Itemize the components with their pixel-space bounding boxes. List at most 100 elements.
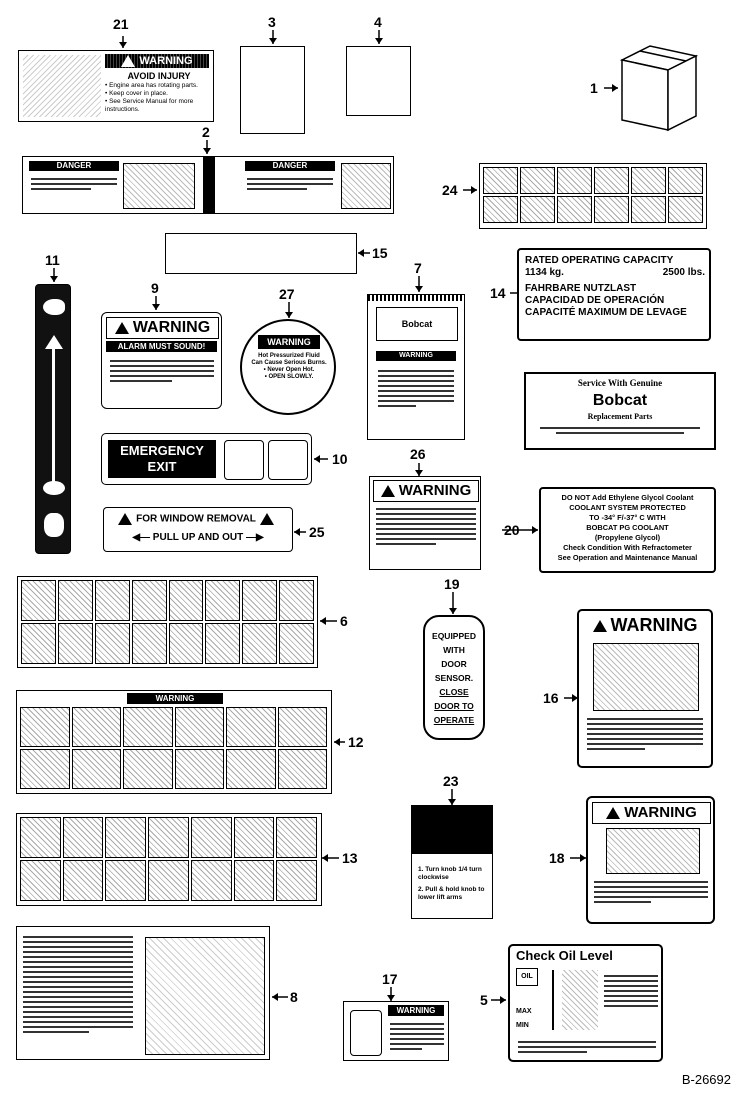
decal-18-warning: WARNING bbox=[586, 796, 715, 924]
switch-cell bbox=[631, 196, 666, 223]
pictogram bbox=[174, 749, 224, 789]
switch-cell bbox=[594, 167, 629, 194]
coolant-line: TO -34° F/-37° C WITH bbox=[589, 513, 666, 522]
sensor-line: EQUIPPED bbox=[432, 631, 476, 641]
pull-up-line: ◀— PULL UP AND OUT —▶ bbox=[132, 532, 264, 543]
callout-26: 26 bbox=[410, 446, 426, 462]
turtle-slow-icon bbox=[43, 481, 65, 495]
callout-3: 3 bbox=[268, 14, 276, 30]
pictogram bbox=[71, 749, 121, 789]
pictogram bbox=[94, 623, 130, 664]
warning-banner: WARNING bbox=[579, 615, 711, 636]
hot-fluid-line: • OPEN SLOWLY. bbox=[264, 374, 314, 380]
decal-26-warning: WARNING bbox=[369, 476, 481, 570]
callout-9: 9 bbox=[151, 280, 159, 296]
decal-23-lower-lift-arms: 1. Turn knob 1/4 turn clockwise 2. Pull … bbox=[411, 805, 493, 919]
pictogram bbox=[57, 623, 93, 664]
decal-20-coolant: DO NOT Add Ethylene Glycol Coolant COOLA… bbox=[539, 487, 716, 573]
sensor-line: SENSOR. bbox=[434, 673, 474, 683]
decal-2-danger-strip: DANGER DANGER bbox=[22, 156, 394, 214]
callout-16: 16 bbox=[543, 690, 559, 706]
callout-2: 2 bbox=[202, 124, 210, 140]
throttle-icon bbox=[44, 513, 64, 537]
decal-5-check-oil-level: Check Oil Level OIL MAX MIN bbox=[508, 944, 663, 1062]
warning-banner: WARNING bbox=[388, 1005, 444, 1016]
coolant-line: BOBCAT PG COOLANT bbox=[586, 523, 669, 532]
switch-cell bbox=[520, 167, 555, 194]
capacity-spanish: CAPACIDAD DE OPERACIÓN bbox=[525, 295, 665, 306]
pictogram bbox=[276, 817, 317, 858]
max-label: MAX bbox=[516, 1008, 532, 1015]
door-latch-icon bbox=[224, 440, 264, 480]
callout-23: 23 bbox=[443, 773, 459, 789]
bobcat-logo: Bobcat bbox=[592, 392, 648, 409]
window-removal-line: FOR WINDOW REMOVAL bbox=[104, 513, 292, 525]
warning-banner: WARNING bbox=[376, 351, 456, 361]
pictogram bbox=[242, 580, 278, 621]
switch-cell bbox=[557, 196, 592, 223]
switch-cell bbox=[668, 167, 703, 194]
pictogram bbox=[123, 749, 173, 789]
callout-19: 19 bbox=[444, 576, 460, 592]
decal-19-door-sensor: EQUIPPED WITH DOOR SENSOR. CLOSE DOOR TO… bbox=[423, 615, 485, 740]
separator-strip bbox=[203, 157, 215, 213]
callout-10: 10 bbox=[332, 451, 348, 467]
instruction-step: 1. Turn knob 1/4 turn clockwise bbox=[418, 866, 482, 881]
engine-oil-icon bbox=[562, 970, 598, 1030]
callout-25: 25 bbox=[309, 524, 325, 540]
pictogram bbox=[20, 817, 61, 858]
decal-7-operator-booklet: Bobcat WARNING bbox=[367, 294, 465, 440]
callout-5: 5 bbox=[480, 992, 488, 1008]
dipstick-icon bbox=[552, 970, 554, 1030]
pictogram bbox=[168, 580, 204, 621]
danger-banner-left: DANGER bbox=[29, 161, 119, 171]
switch-cell bbox=[557, 167, 592, 194]
window-icon bbox=[350, 1010, 382, 1056]
callout-13: 13 bbox=[342, 850, 358, 866]
pictogram bbox=[94, 580, 130, 621]
callout-4: 4 bbox=[374, 14, 382, 30]
hot-fluid-line: Hot Pressurized Fluid bbox=[258, 353, 320, 359]
sensor-line: CLOSE bbox=[439, 687, 469, 697]
warning-banner: WARNING bbox=[373, 480, 479, 502]
pictogram bbox=[242, 623, 278, 664]
switch-cell bbox=[594, 196, 629, 223]
callout-27: 27 bbox=[279, 286, 295, 302]
switch-cell bbox=[631, 167, 666, 194]
parts-line: Replacement Parts bbox=[587, 412, 653, 421]
pictogram bbox=[123, 707, 173, 747]
decal-22-genuine-parts: Service With Genuine Bobcat Replacement … bbox=[524, 372, 716, 450]
exit-text: EXIT bbox=[147, 459, 177, 474]
callout-24: 24 bbox=[442, 182, 458, 198]
pictogram bbox=[277, 707, 327, 747]
pictogram bbox=[279, 580, 314, 621]
decal21-line: • Engine area has rotating parts. bbox=[105, 82, 198, 89]
pictogram bbox=[277, 749, 327, 789]
danger-banner-right: DANGER bbox=[245, 161, 335, 171]
switch-cell bbox=[520, 196, 555, 223]
callout-17: 17 bbox=[382, 971, 398, 987]
pictogram bbox=[174, 707, 224, 747]
arrow-up-icon bbox=[45, 335, 63, 349]
coolant-line: See Operation and Maintenance Manual bbox=[557, 553, 698, 562]
bobcat-logo: Bobcat bbox=[376, 307, 458, 341]
loader-cab-icon bbox=[123, 163, 195, 209]
switch-cell bbox=[483, 167, 518, 194]
sensor-line: DOOR bbox=[441, 659, 467, 669]
callout-18: 18 bbox=[549, 850, 565, 866]
pictogram bbox=[148, 860, 189, 901]
callout-7: 7 bbox=[414, 260, 422, 276]
loader-hazard-icon bbox=[593, 643, 699, 711]
pictogram bbox=[279, 623, 314, 664]
spiral-binding bbox=[368, 295, 464, 301]
rotating-parts-icon bbox=[23, 55, 101, 117]
callout-1: 1 bbox=[590, 80, 598, 96]
pictogram bbox=[20, 707, 70, 747]
hot-fluid-line: Can Cause Serious Burns. bbox=[251, 360, 327, 366]
pictogram bbox=[21, 580, 56, 621]
callout-11: 11 bbox=[45, 252, 60, 268]
pictogram bbox=[190, 817, 232, 858]
warning-banner: WARNING bbox=[592, 802, 711, 824]
callout-20: 20 bbox=[504, 522, 520, 538]
pictogram bbox=[20, 860, 61, 901]
